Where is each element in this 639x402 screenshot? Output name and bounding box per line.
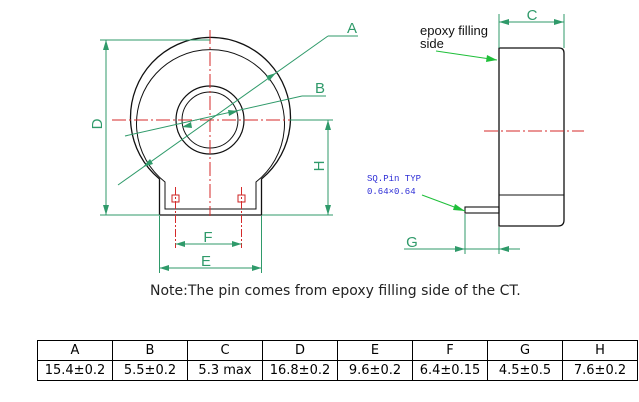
table-value-cell: 5.5±0.2 [112, 360, 188, 381]
table-value-row: 15.4±0.2 5.5±0.2 5.3 max 16.8±0.2 9.6±0.… [37, 360, 638, 381]
table-value-cell: 7.6±0.2 [562, 360, 638, 381]
table-header-row: A B C D E F G H [37, 340, 638, 361]
dimension-g [404, 214, 520, 254]
table-value-cell: 4.5±0.5 [487, 360, 563, 381]
table-value-cell: 6.4±0.15 [412, 360, 488, 381]
side-body-outline [498, 47, 565, 227]
epoxy-leader [435, 50, 498, 62]
dimension-h [262, 119, 333, 216]
table-value-cell: 5.3 max [187, 360, 263, 381]
table-header-cell: D [262, 340, 338, 361]
dimension-d [100, 39, 210, 216]
table-header-cell: E [337, 340, 413, 361]
table-header-cell: H [562, 340, 638, 361]
pin-leader [421, 194, 466, 212]
table-value-cell: 15.4±0.2 [37, 360, 113, 381]
table-header-cell: G [487, 340, 563, 361]
pin-spec-line2: 0.64×0.64 [367, 187, 416, 197]
dimension-table: A B C D E F G H 15.4±0.2 5.5±0.2 5.3 max… [37, 340, 638, 381]
dimension-e-label: E [201, 253, 211, 270]
dimension-f [175, 241, 242, 247]
dimension-d-label: D [89, 118, 106, 129]
table-value-cell: 16.8±0.2 [262, 360, 338, 381]
body-outline-outer [129, 36, 292, 216]
side-view: C G epoxy filling side SQ.Pin TYP 0.64×0… [367, 7, 584, 254]
front-view: D H F E [89, 20, 358, 273]
note-text: Note:The pin comes from epoxy filling si… [150, 283, 521, 299]
epoxy-callout-line1: epoxy filling [420, 23, 488, 38]
table-header-cell: B [112, 340, 188, 361]
dimension-h-label: H [311, 161, 328, 172]
dimension-a [117, 35, 358, 186]
body-outline-inner [136, 49, 285, 210]
dimension-g-label: G [406, 234, 418, 251]
dimension-e [159, 216, 262, 273]
dimension-b-label: B [315, 80, 325, 97]
table-header-cell: F [412, 340, 488, 361]
epoxy-callout-line2: side [420, 36, 444, 51]
table-header-cell: A [37, 340, 113, 361]
technical-drawing: D H F E [89, 7, 584, 273]
dimension-a-label: A [347, 20, 357, 37]
dimension-b [124, 95, 326, 137]
dimension-c [498, 14, 565, 48]
dimension-c-label: C [527, 7, 538, 24]
pin-spec-line1: SQ.Pin TYP [367, 174, 421, 184]
table-header-cell: C [187, 340, 263, 361]
dimension-f-label: F [203, 229, 212, 246]
side-pin [464, 206, 500, 214]
table-value-cell: 9.6±0.2 [337, 360, 413, 381]
